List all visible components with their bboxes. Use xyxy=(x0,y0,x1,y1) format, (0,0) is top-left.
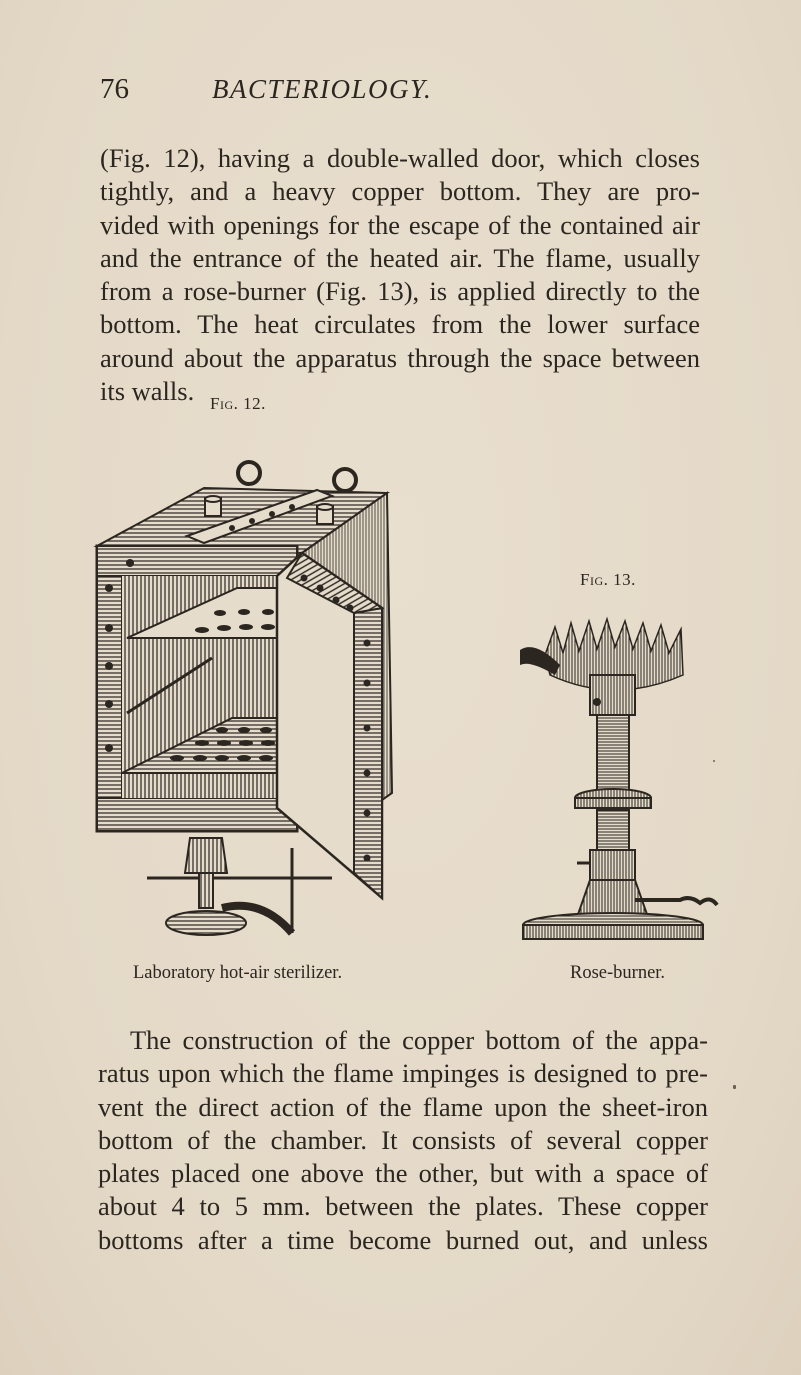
rose-burner-illustration xyxy=(505,615,720,945)
sterilizer-engraving-icon xyxy=(93,460,394,936)
figure-12-label: Fig. 12. xyxy=(210,394,266,413)
rose-burner-engraving-icon xyxy=(520,616,719,940)
text-line: vent the direct action of the flame upon… xyxy=(98,1091,708,1122)
text-line: bottoms after a time become burned out, … xyxy=(98,1224,708,1255)
text-line: and the entrance of the heated air. The … xyxy=(100,242,700,273)
text-line: bottom of the chamber. It consists of se… xyxy=(98,1124,708,1155)
page-number: 76 xyxy=(100,73,129,105)
text-line: plates placed one above the other, but w… xyxy=(98,1158,708,1189)
figure-12-caption: Laboratory hot-air sterilizer. xyxy=(133,963,343,983)
text-line: around about the apparatus through the s… xyxy=(100,342,700,373)
text-line: its walls. xyxy=(100,376,195,407)
text-line: bottom. The heat circulates from the low… xyxy=(100,309,700,340)
running-head: 76 BACTERIOLOGY. xyxy=(100,72,700,106)
figure-13-label: Fig. 13. xyxy=(580,570,636,589)
paper-speck xyxy=(733,1085,736,1089)
paragraph-2: The construction of the copper bottom of… xyxy=(98,1024,708,1257)
paragraph-1: (Fig. 12), having a double-walled door, … xyxy=(100,142,700,408)
text-line: The construction of the copper bottom of… xyxy=(130,1025,708,1055)
text-line: ratus upon which the flame impinges is d… xyxy=(98,1058,708,1089)
hot-air-sterilizer-illustration xyxy=(92,428,422,938)
text-line: (Fig. 12), having a double-walled door, … xyxy=(100,143,700,173)
text-line: tightly, and a heavy copper bottom. They… xyxy=(100,176,700,207)
text-line: vided with openings for the escape of th… xyxy=(100,209,700,240)
running-title: BACTERIOLOGY. xyxy=(212,74,433,104)
figure-13-caption: Rose-burner. xyxy=(570,963,666,983)
text-line: about 4 to 5 mm. between the plates. The… xyxy=(98,1191,708,1222)
paper-speck xyxy=(713,760,715,762)
text-line: from a rose-burner (Fig. 13), is applied… xyxy=(100,276,700,307)
